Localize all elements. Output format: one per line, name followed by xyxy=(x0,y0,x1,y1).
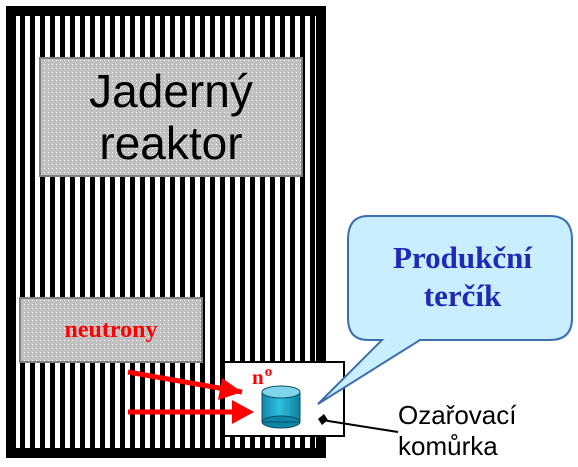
cell-label: Ozařovací komůrka xyxy=(398,400,517,462)
cylinder-icon xyxy=(261,385,301,429)
reactor-title-box xyxy=(39,57,303,177)
target-label: Produkční terčík xyxy=(350,218,575,336)
reactor-title: Jaderný reaktor xyxy=(40,58,302,176)
target-label-line1: Produkční xyxy=(393,240,532,275)
neutron-symbol-sup: o xyxy=(264,364,273,380)
neutron-label-box xyxy=(19,297,203,363)
callout-bubble xyxy=(317,215,573,405)
neutron-symbol: no xyxy=(252,364,273,389)
cell-label-line2: komůrka xyxy=(398,431,498,461)
neutron-arrowhead-lower xyxy=(232,400,254,424)
target-label-line2: terčík xyxy=(423,278,502,313)
neutron-symbol-n: n xyxy=(252,365,264,389)
neutron-arrowhead-upper xyxy=(218,378,242,400)
cell-label-line1: Ozařovací xyxy=(398,400,517,430)
reactor-title-line1: Jaderný xyxy=(89,65,253,117)
reactor-title-line2: reaktor xyxy=(99,117,243,169)
cell-leader-marker xyxy=(318,414,328,425)
cell-leader-line xyxy=(321,419,399,433)
neutrons-label: neutrony xyxy=(64,317,158,343)
